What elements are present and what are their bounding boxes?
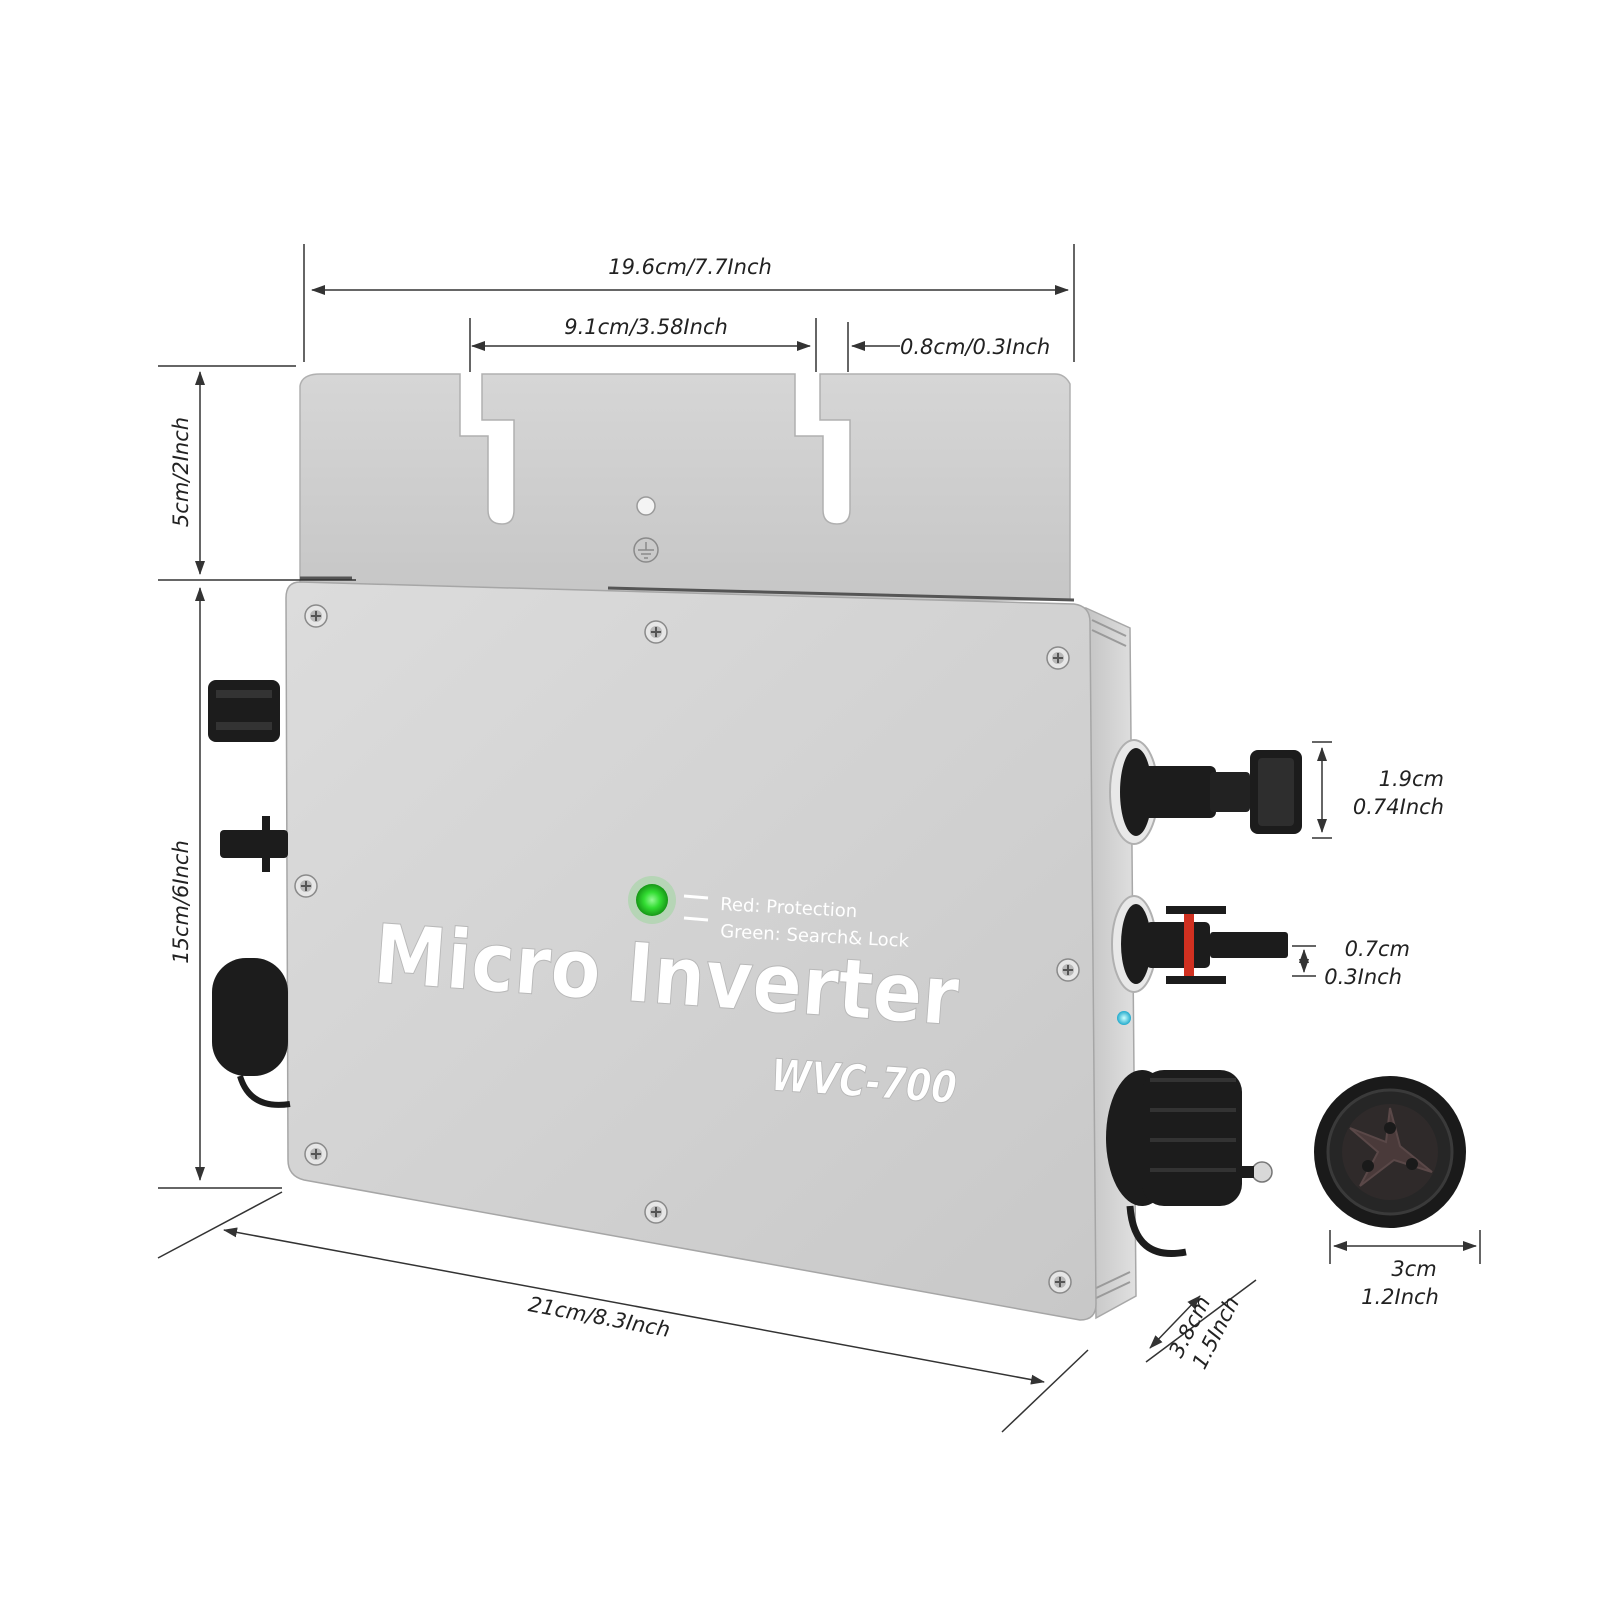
mounting-hole [636,496,656,516]
screw-icon [1048,1270,1072,1294]
dc-connector-small [1111,895,1288,993]
dim-arrow-body-length [223,1227,1045,1385]
dim-label-slot-width: 0.8cm/0.3Inch [900,335,1050,359]
status-led-blue [1117,1011,1131,1025]
dim-label-bracket-height: 5cm/2Inch [169,417,193,527]
inverter-front-face [285,581,1097,1321]
ground-symbol-icon [633,537,659,563]
screw-icon [304,1142,328,1166]
screw-icon [304,604,328,628]
side-vents [1091,619,1131,1301]
screw-icon [644,620,668,644]
dim-label-connector-small-cm: 0.7cm [1345,937,1410,961]
screw-icon [294,874,318,898]
ac-port [212,958,291,1108]
dc-connector-pin [220,816,288,872]
status-led-green [636,884,668,916]
dim-label-slot-spacing: 9.1cm/3.58Inch [564,315,728,339]
dimension-lines [157,244,1481,1433]
ac-cap-screw-icon [1240,1161,1273,1183]
ac-output-port [1106,1070,1273,1257]
dc-connector-cap [208,680,280,742]
dim-label-connector-small-inch: 0.3Inch [1324,965,1402,989]
mounting-bracket [299,373,1071,601]
dim-label-connector-large-inch: 0.74Inch [1353,795,1444,819]
dim-label-ac-plug-cm: 3cm [1391,1257,1436,1281]
dc-connector-large [1109,739,1302,845]
dim-label-body-height: 15cm/6Inch [169,840,193,964]
screw-icon [644,1200,668,1224]
dim-arrow-depth [1149,1295,1201,1349]
screw-icon [1056,958,1080,982]
dim-label-bracket-width: 19.6cm/7.7Inch [608,255,772,279]
dim-label-connector-large-cm: 1.9cm [1379,767,1444,791]
left-connectors [208,680,291,1108]
ac-plug-detail [1314,1076,1466,1228]
inverter-body: Red: Protection Green: Search& Lock Micr… [285,576,1137,1321]
dim-label-ac-plug-inch: 1.2Inch [1361,1285,1439,1309]
screw-icon [1046,646,1070,670]
